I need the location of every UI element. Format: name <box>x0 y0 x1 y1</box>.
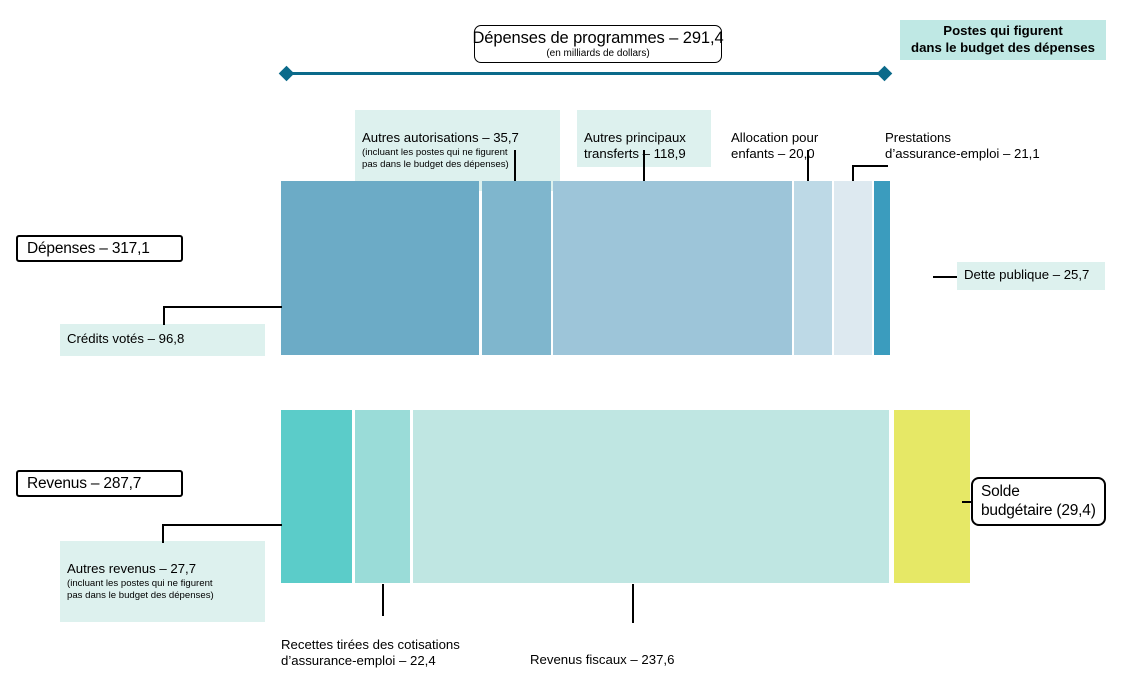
revenue-segment-cotisations-ae <box>355 410 410 583</box>
expense-segment-allocation-enfants <box>794 181 832 355</box>
callout-autres-revenus-sub: (incluant les postes qui ne figurent pas… <box>67 578 214 601</box>
callout-cotisations-ae: Recettes tirées des cotisations d’assura… <box>281 617 511 674</box>
callout-credits-votes-label: Crédits votés – 96,8 <box>67 331 185 347</box>
callout-allocation-enfants: Allocation pour enfants – 20,0 <box>731 110 841 167</box>
expense-segment-credits-votes <box>281 181 479 355</box>
revenue-segment-autres-revenus <box>281 410 352 583</box>
expenses-total-label: Dépenses – 317,1 <box>27 239 150 257</box>
leader-autres-revenus-vertical <box>162 524 164 543</box>
leader-credits-votes-vertical <box>163 306 165 325</box>
leader-assurance-emploi-horizontal <box>852 165 888 167</box>
leader-allocation-enfants <box>807 150 809 181</box>
legend-line-2: dans le budget des dépenses <box>911 40 1095 55</box>
callout-assurance-emploi-label: Prestations d’assurance-emploi – 21,1 <box>885 130 1040 162</box>
page-title: Dépenses de programmes – 291,4 <box>472 28 724 47</box>
callout-dette-publique: Dette publique – 25,7 <box>957 262 1105 290</box>
expense-segment-autres-autorisations <box>482 181 551 355</box>
callout-autres-revenus-label: Autres revenus – 27,7 <box>67 561 197 577</box>
expense-segment-assurance-emploi <box>834 181 872 355</box>
leader-autres-revenus-horizontal <box>162 524 282 526</box>
balance-block <box>894 410 970 583</box>
balance-value-box: Solde budgétaire (29,4) <box>971 477 1106 526</box>
callout-autres-autorisations: Autres autorisations – 35,7 (incluant le… <box>355 110 560 191</box>
revenue-segment-revenus-fiscaux <box>413 410 889 583</box>
callout-revenus-fiscaux: Revenus fiscaux – 237,6 <box>530 632 730 673</box>
callout-credits-votes: Crédits votés – 96,8 <box>60 324 265 356</box>
expense-segment-dette-publique-pad <box>874 181 890 355</box>
leader-autres-autorisations <box>514 150 516 181</box>
leader-assurance-emploi-vertical <box>852 165 854 182</box>
callout-assurance-emploi: Prestations d’assurance-emploi – 21,1 <box>885 110 1065 167</box>
leader-credits-votes-horizontal <box>163 306 282 308</box>
revenues-total-box: Revenus – 287,7 <box>16 470 183 497</box>
leader-revenus-fiscaux <box>632 584 634 623</box>
revenues-total-label: Revenus – 287,7 <box>27 474 142 492</box>
callout-autres-revenus: Autres revenus – 27,7 (incluant les post… <box>60 541 265 622</box>
leader-autres-transferts <box>643 150 645 181</box>
expense-segment-autres-transferts <box>553 181 792 355</box>
leader-dette-publique <box>933 276 958 278</box>
callout-dette-publique-label: Dette publique – 25,7 <box>964 267 1090 283</box>
legend-chip: Postes qui figurent dans le budget des d… <box>900 20 1106 60</box>
span-rule <box>288 72 885 75</box>
revenues-bar <box>281 410 889 583</box>
balance-line-2: budgétaire (29,4) <box>981 501 1096 519</box>
balance-line-1: Solde <box>981 482 1020 500</box>
leader-cotisations-ae <box>382 584 384 616</box>
legend-line-1: Postes qui figurent <box>943 23 1063 39</box>
callout-allocation-enfants-label: Allocation pour enfants – 20,0 <box>731 130 819 162</box>
page-subtitle: (en milliards de dollars) <box>546 48 650 60</box>
callout-autres-autorisations-sub: (incluant les postes qui ne figurent pas… <box>362 147 509 170</box>
program-expenses-title-box: Dépenses de programmes – 291,4 (en milli… <box>472 25 724 63</box>
callout-autres-transferts-label: Autres principaux transferts – 118,9 <box>584 130 686 162</box>
callout-autres-autorisations-label: Autres autorisations – 35,7 <box>362 130 519 146</box>
span-rule-right-diamond <box>876 65 893 82</box>
callout-revenus-fiscaux-label: Revenus fiscaux – 237,6 <box>530 652 675 668</box>
callout-cotisations-ae-label: Recettes tirées des cotisations d’assura… <box>281 637 460 669</box>
leader-solde-budgetaire <box>962 501 975 503</box>
expenses-total-box: Dépenses – 317,1 <box>16 235 183 262</box>
expenses-bar <box>281 181 890 355</box>
